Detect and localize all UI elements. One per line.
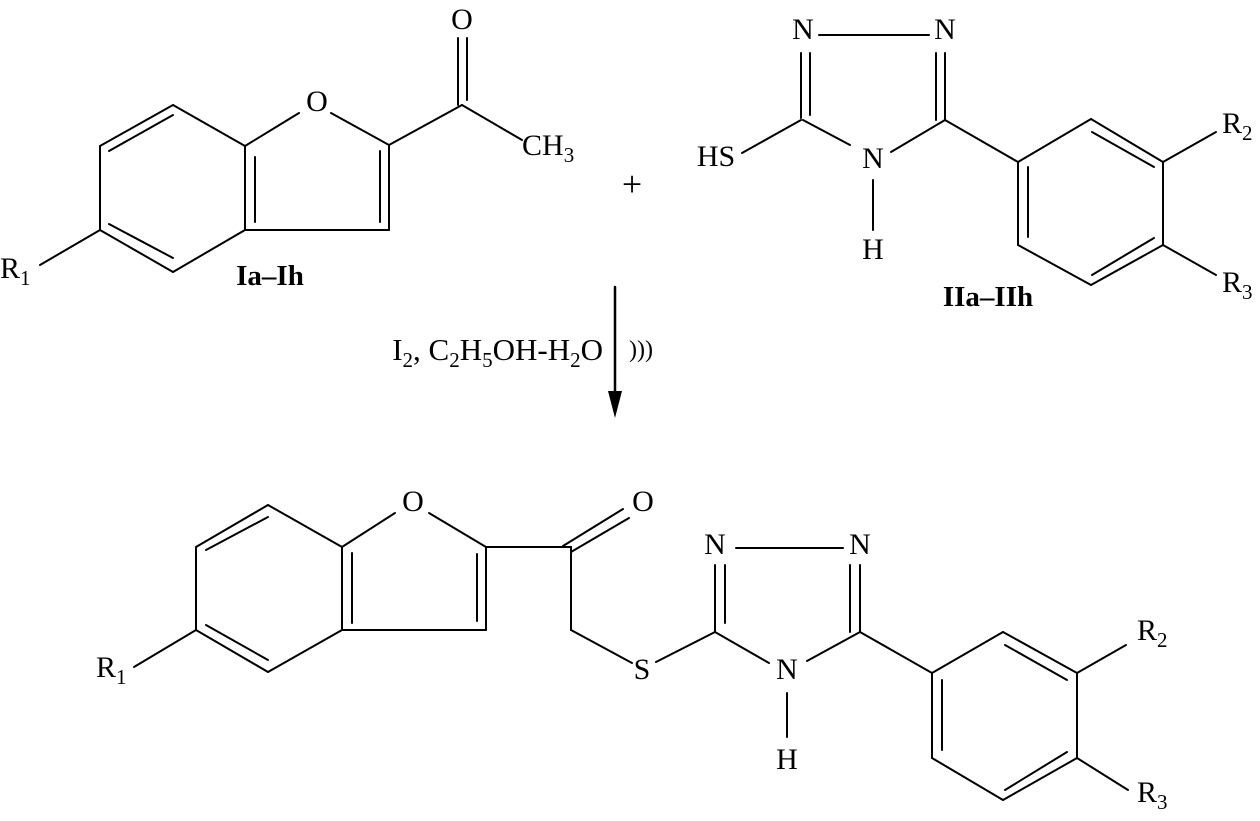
bond xyxy=(1004,751,1068,791)
substituent-r2: R2 xyxy=(1137,614,1168,652)
substituent-r1: R1 xyxy=(96,651,127,689)
bond xyxy=(108,114,174,152)
bond xyxy=(1091,237,1155,276)
atom-carbonyl-oxygen: O xyxy=(451,3,473,36)
atom-carbonyl-oxygen: O xyxy=(632,485,654,518)
bond xyxy=(890,119,946,153)
bond xyxy=(562,508,624,547)
atom-n4: N xyxy=(862,142,884,175)
bond xyxy=(39,229,101,266)
bond xyxy=(931,757,1004,801)
atom-h: H xyxy=(862,233,884,266)
atom-ring-oxygen: O xyxy=(402,485,424,518)
bond xyxy=(655,631,716,663)
reactant-triazole: N N N H HS R2 R3 IIa–IIh xyxy=(697,13,1253,313)
bond xyxy=(99,104,174,147)
substituent-r2: R2 xyxy=(1222,107,1253,145)
bond xyxy=(1017,244,1092,286)
compound-label-ia-ih: Ia–Ih xyxy=(236,260,304,292)
atom-ring-oxygen: O xyxy=(306,85,328,118)
compound-label-iia-iih: IIa–IIh xyxy=(943,281,1033,313)
atom-n1: N xyxy=(792,13,814,46)
bond xyxy=(1162,244,1217,276)
atom-n4: N xyxy=(776,653,798,686)
bond xyxy=(267,504,343,548)
bond xyxy=(205,624,269,661)
atom-n2: N xyxy=(849,528,871,561)
bond xyxy=(341,512,396,548)
bond xyxy=(859,631,933,674)
thiol-group: HS xyxy=(697,140,735,173)
reaction-conditions: I2, C2H5OH-H2O xyxy=(392,332,603,372)
bond xyxy=(1090,244,1164,286)
bond xyxy=(570,517,630,553)
bond xyxy=(1004,644,1068,681)
substituent-r3: R3 xyxy=(1137,776,1168,814)
atom-h: H xyxy=(776,743,798,776)
atom-sulfur: S xyxy=(634,653,651,686)
bond xyxy=(1076,644,1127,674)
bond xyxy=(133,629,197,668)
ultrasound-symbol: ))) xyxy=(629,337,653,363)
bond xyxy=(1162,131,1217,163)
bond xyxy=(802,119,851,146)
bond xyxy=(172,229,246,273)
atom-n1: N xyxy=(704,528,726,561)
bond xyxy=(1076,757,1129,791)
bond xyxy=(388,104,463,146)
arrow-head-icon xyxy=(608,391,622,418)
bond xyxy=(806,631,861,662)
bond xyxy=(1091,131,1155,168)
bond xyxy=(931,631,1004,674)
bond xyxy=(172,104,246,147)
bond xyxy=(428,512,487,548)
bond xyxy=(195,504,269,548)
bond xyxy=(1002,631,1078,674)
product: O O S N N N H R1 R2 R3 xyxy=(96,485,1168,814)
bond xyxy=(1017,118,1092,163)
bond xyxy=(205,516,269,551)
methyl-group: CH3 xyxy=(522,129,574,167)
bond xyxy=(244,112,300,147)
atom-n2: N xyxy=(934,13,956,46)
bond xyxy=(741,119,802,154)
bond xyxy=(461,104,523,141)
bond xyxy=(195,629,269,673)
substituent-r3: R3 xyxy=(1222,266,1253,304)
bond xyxy=(330,112,390,146)
bond xyxy=(1002,757,1078,801)
plus-sign: + xyxy=(622,164,642,204)
substituent-r1: R1 xyxy=(0,252,31,290)
bond xyxy=(108,223,174,259)
bond xyxy=(99,229,174,273)
bond xyxy=(944,119,1019,163)
bonds xyxy=(39,34,1217,801)
bond xyxy=(267,629,343,673)
bond xyxy=(1090,118,1164,163)
bond xyxy=(714,631,770,664)
reaction-arrow: I2, C2H5OH-H2O ))) xyxy=(392,285,653,418)
reactant-benzofuran: O O CH3 R1 Ia–Ih xyxy=(0,3,574,292)
bond xyxy=(570,629,633,664)
